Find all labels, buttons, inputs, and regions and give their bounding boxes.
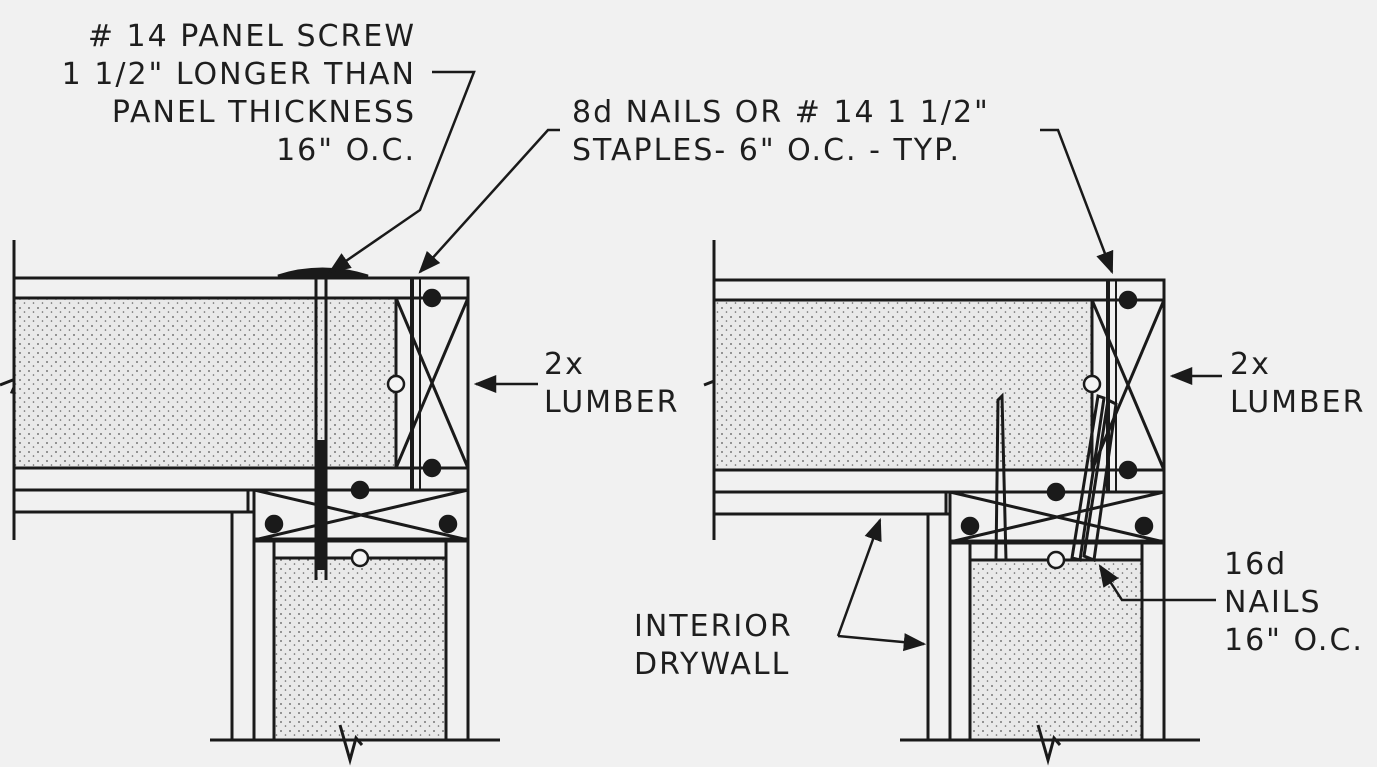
label-lumber-left: 2x LUMBER	[544, 346, 679, 422]
toe-nails-16d	[994, 392, 1118, 563]
label-nails-16d-line1: 16d	[1224, 547, 1288, 582]
label-interior-drywall-line2: DRYWALL	[634, 647, 791, 682]
label-panel-screw-line2: 1 1/2" LONGER THAN	[61, 57, 416, 92]
fastener-dots	[264, 288, 1154, 570]
label-lumber-left-line2: LUMBER	[544, 385, 680, 420]
right-roof-foam-core	[712, 298, 1094, 472]
right-wall-drywall	[926, 512, 952, 742]
label-panel-screw-line1: # 14 PANEL SCREW	[87, 19, 416, 54]
left-roof-foam-core	[12, 296, 398, 470]
label-lumber-right: 2x LUMBER	[1230, 346, 1365, 422]
right-wall-foam-core	[968, 558, 1144, 742]
left-roof-top-skin	[12, 276, 470, 300]
label-nails-staples-line2: STAPLES- 6" O.C. - TYP.	[572, 133, 962, 168]
right-wall-inner-skin	[948, 540, 972, 742]
label-lumber-right-line1: 2x	[1230, 347, 1271, 382]
label-panel-screw-line4: 16" O.C.	[276, 133, 416, 168]
panel-screw	[277, 267, 369, 580]
label-panel-screw: # 14 PANEL SCREW 1 1/2" LONGER THAN PANE…	[6, 18, 416, 170]
left-wall-outer-skin	[444, 538, 470, 742]
label-nails-16d-line2: NAILS	[1224, 585, 1322, 620]
label-nails-staples-line1: 8d NAILS OR # 14 1 1/2"	[572, 95, 990, 130]
label-nails-staples: 8d NAILS OR # 14 1 1/2" STAPLES- 6" O.C.…	[572, 94, 990, 170]
label-panel-screw-line3: PANEL THICKNESS	[111, 95, 416, 130]
label-interior-drywall: INTERIOR DRYWALL	[634, 608, 793, 684]
left-wall-foam-core	[272, 556, 448, 742]
label-interior-drywall-line1: INTERIOR	[634, 609, 793, 644]
left-wall-inner-skin	[252, 538, 276, 742]
right-roof-top-skin	[712, 278, 1166, 302]
label-lumber-left-line1: 2x	[544, 347, 585, 382]
left-detail	[0, 240, 500, 766]
left-roof-bottom-skin	[12, 466, 470, 492]
label-nails-16d-line3: 16" O.C.	[1224, 623, 1364, 658]
label-lumber-right-line2: LUMBER	[1230, 385, 1366, 420]
leader-lines	[328, 70, 1222, 652]
label-nails-16d: 16d NAILS 16" O.C.	[1224, 546, 1364, 660]
left-wall-drywall	[230, 510, 256, 742]
right-wall-outer-skin	[1140, 540, 1166, 742]
right-detail	[703, 240, 1200, 766]
